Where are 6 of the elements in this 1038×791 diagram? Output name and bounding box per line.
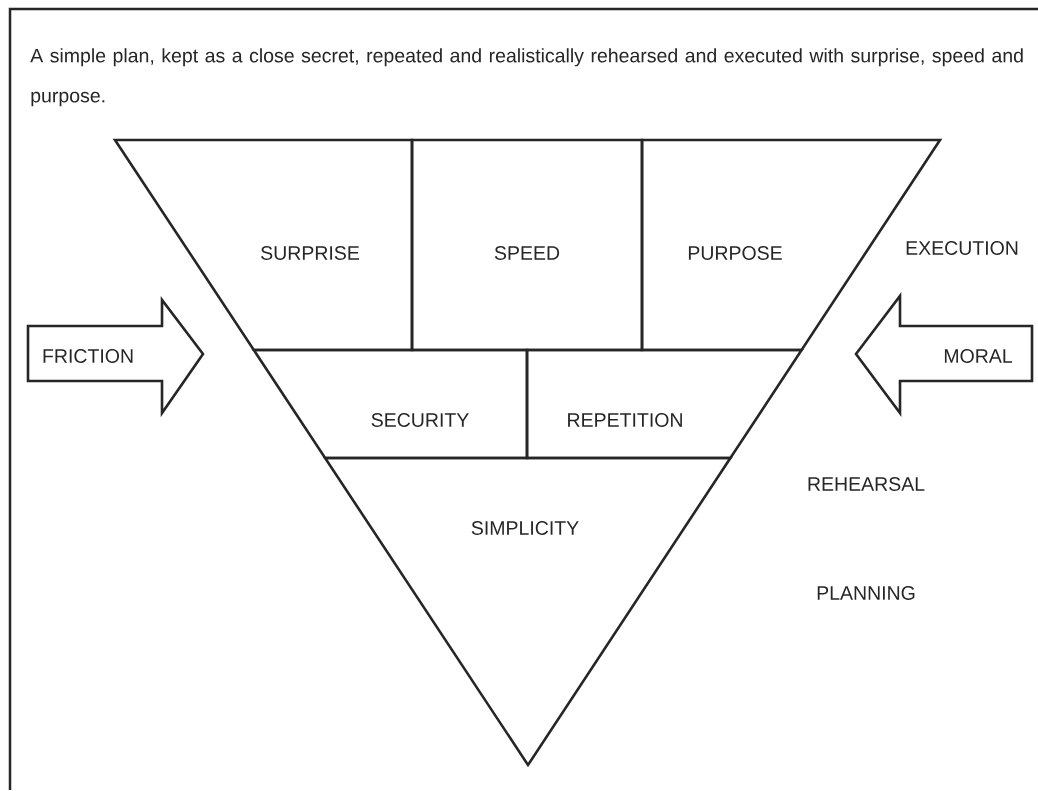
pyramid-cell: SPEED bbox=[410, 138, 644, 352]
pyramid-cell: REPETITION bbox=[525, 348, 805, 460]
level-label: EXECUTION bbox=[906, 241, 1018, 255]
title: A simple plan, kept as a close secret, repeated and realistically rehearsed and executed with surprise, speed and purpose. bbox=[30, 48, 1023, 107]
level-label: REHEARSAL bbox=[808, 477, 925, 491]
level-label: PLANNING bbox=[817, 586, 915, 600]
